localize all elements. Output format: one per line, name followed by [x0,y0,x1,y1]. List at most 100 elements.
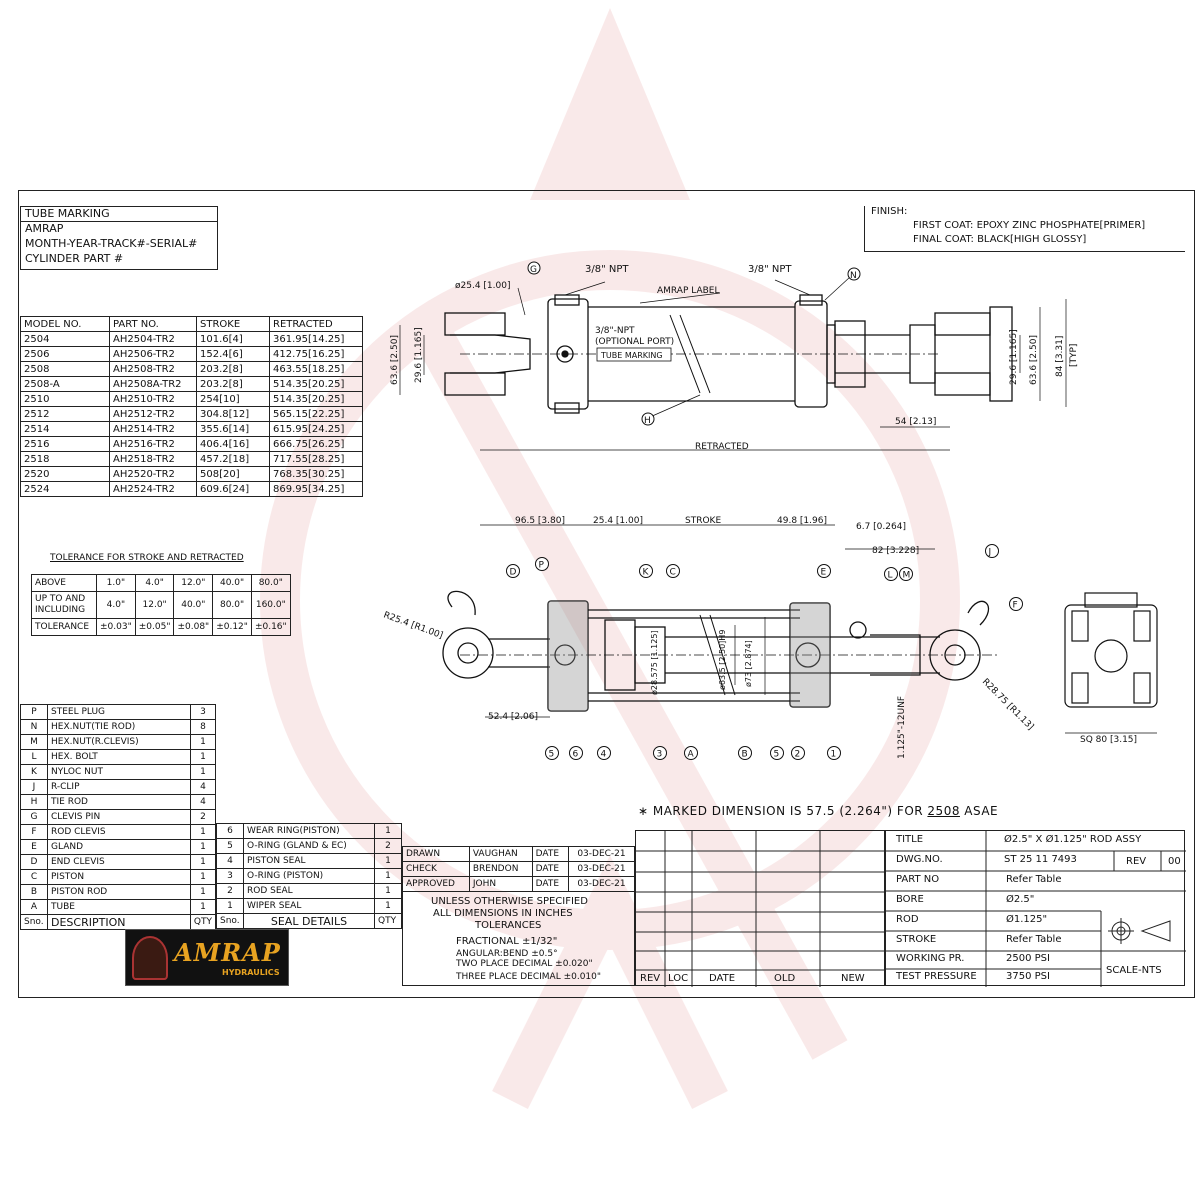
seal-qty: 1 [374,898,402,914]
part-qty: 1 [189,884,217,900]
title-value: Ø2.5" X Ø1.125" ROD ASSY [1004,834,1142,845]
note-line: UNLESS OTHERWISE SPECIFIED [431,896,588,907]
upto-cell: 40.0" [173,591,214,619]
note-angular: ANGULAR:BEND ±0.5° [456,949,558,959]
top-optional-port: (OPTIONAL PORT) [595,337,674,347]
tube-marking-line: CYLINDER PART # [25,252,124,265]
amrap-logo: AMRAP HYDRAULICS [125,929,289,986]
part-cell: AH2512-TR2 [109,406,197,422]
part-qty: 1 [189,824,217,840]
part-sno: M [20,734,48,750]
part-cell: AH2504-TR2 [109,331,197,347]
tol-label: TOLERANCE [31,618,97,636]
tol-cell: ±0.05" [134,618,175,636]
part-description: PISTON [47,869,191,885]
stroke-cell: 406.4[16] [196,436,270,452]
part-qty: 2 [189,809,217,825]
wp-label: WORKING PR. [896,953,965,964]
tube-marking-title: TUBE MARKING [21,207,217,222]
marked-note-suffix: ASAE [959,804,999,818]
drawing-sheet [18,190,1195,998]
callout-k: K [639,564,653,578]
top-right-outer: 63.6 [2.50] [1029,335,1039,385]
tube-marking-line: MONTH-YEAR-TRACK#-SERIAL# [25,237,198,250]
top-view-drawing: ø25.4 [1.00] 3/8" NPT 3/8" NPT AMRAP LAB… [390,261,1079,452]
top-callout-g: G [527,261,541,275]
part-cell: AH2516-TR2 [109,436,197,452]
part-sno: K [20,764,48,780]
svg-text:4: 4 [601,750,607,760]
part-qty: 1 [189,734,217,750]
approval-role: DRAWN [402,846,470,862]
tube-marking-box: TUBE MARKING AMRAP MONTH-YEAR-TRACK#-SER… [20,206,218,270]
part-sno: A [20,899,48,915]
callout-f: F [1009,597,1023,611]
top-left-inner: 29.6 [1.165] [414,327,424,383]
part-sno: D [20,854,48,870]
part-sno: N [20,719,48,735]
top-dim-54: 54 [2.13] [895,417,936,427]
part-description: CLEVIS PIN [47,809,191,825]
upto-cell: 160.0" [250,591,291,619]
dwg-value: ST 25 11 7493 [1004,854,1077,865]
retracted-cell: 361.95[14.25] [269,331,363,347]
tol-cell: ±0.08" [173,618,214,636]
logo-sub: HYDRAULICS [222,968,280,977]
sec-sq: SQ 80 [3.15] [1080,735,1137,745]
part-sno: H [20,794,48,810]
part-sno: G [20,809,48,825]
callout-d: D [506,564,520,578]
svg-text:M: M [903,571,911,581]
callout-2: 2 [791,746,805,760]
above-label: ABOVE [31,574,97,592]
part-qty: 1 [189,854,217,870]
model-cell: 2508 [20,361,110,377]
end-view [1064,592,1158,708]
part-description: GLAND [47,839,191,855]
stroke-cell: 101.6[4] [196,331,270,347]
tol-cell: ±0.12" [212,618,252,636]
part-qty: 1 [189,749,217,765]
finish-title: FINISH: [871,206,908,217]
stroke-cell: 203.2[8] [196,376,270,392]
sec-d5: 6.7 [0.264] [856,522,906,532]
top-tube-marking-box [596,347,672,362]
svg-text:6: 6 [573,750,579,760]
callout-a: A [684,746,698,760]
svg-text:E: E [821,568,827,578]
svg-text:5: 5 [774,750,780,760]
retracted-cell: 514.35[20.25] [269,376,363,392]
header-cell: Sno. [20,914,48,930]
finish-first-coat: FIRST COAT: EPOXY ZINC PHOSPHATE[PRIMER] [913,220,1146,231]
approval-role: APPROVED [402,876,470,892]
retracted-cell: 463.55[18.25] [269,361,363,377]
part-description: STEEL PLUG [47,704,191,720]
sec-d2: 25.4 [1.00] [593,516,643,526]
stroke-cell: 457.2[18] [196,451,270,467]
seal-qty: 1 [374,883,402,899]
rev-label: REV [1126,856,1147,867]
seal-sno: 5 [216,838,244,854]
above-cell: 12.0" [173,574,214,592]
header-cell: MODEL NO. [20,316,110,332]
part-cell: AH2508-TR2 [109,361,197,377]
marked-note-model: 2508 [927,804,960,818]
part-cell: AH2520-TR2 [109,466,197,482]
note-two-place: TWO PLACE DECIMAL ±0.020" [456,959,593,969]
seal-qty: 1 [374,853,402,869]
above-cell: 1.0" [96,574,136,592]
seal-sno: 1 [216,898,244,914]
note-fractional: FRACTIONAL ±1/32" [456,936,558,947]
top-callout-h: H [641,412,655,426]
part-cell: AH2510-TR2 [109,391,197,407]
